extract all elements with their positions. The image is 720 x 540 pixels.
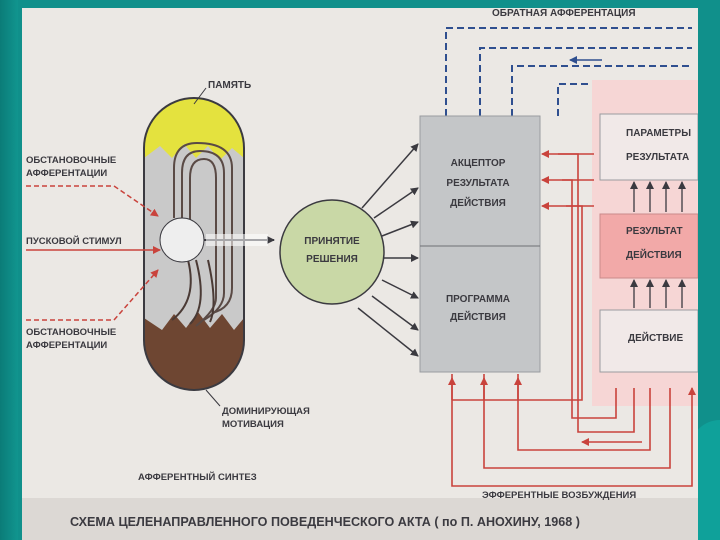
slide-left-edge [0,0,18,540]
motivation-label-2: МОТИВАЦИЯ [222,419,284,430]
decision-output-arrows [357,143,419,357]
central-block [419,115,541,373]
efferent-up-arrows [448,377,522,400]
motivation-pointer [205,389,221,407]
trigger-label: ПУСКОВОЙ СТИМУЛ [26,235,122,247]
feedback-dashed-lines [445,27,692,116]
decision-label-1: ПРИНЯТИЕ [304,236,360,247]
motivation-label-1: ДОМИНИРУЮЩАЯ [222,406,310,417]
caption: СХЕМА ЦЕЛЕНАПРАВЛЕННОГО ПОВЕДЕНЧЕСКОГО А… [70,515,580,529]
memory-pointer [193,87,207,105]
efferent-loops [451,153,696,487]
acceptor-label-2: РЕЗУЛЬТАТА [446,178,509,189]
caption-strip [22,498,698,540]
situational-top-label-1: ОБСТАНОВОЧНЫЕ [26,155,116,166]
action-label: ДЕЙСТВИЕ [628,331,683,344]
action-result-label-2: ДЕЙСТВИЯ [626,248,682,261]
efferent-label: ЭФФЕРЕНТНЫЕ ВОЗБУЖДЕНИЯ [482,490,636,501]
situational-bottom-label-2: АФФЕРЕНТАЦИИ [26,340,107,351]
result-upward-arrows [630,181,686,308]
diagram-photo: ОБРАТНАЯ АФФЕРЕНТАЦИЯ ПАМЯТЬ ОБСТАНОВОЧН… [22,8,698,540]
situational-bottom-label-1: ОБСТАНОВОЧНЫЕ [26,327,116,338]
action-box [599,309,698,373]
decision-label-2: РЕШЕНИЯ [306,254,358,265]
action-result-label-1: РЕЗУЛЬТАТ [626,226,683,237]
situational-top-arrow [26,185,159,217]
feedback-label: ОБРАТНАЯ АФФЕРЕНТАЦИЯ [492,8,636,19]
program-label-1: ПРОГРАММА [446,294,510,305]
motivation-loop-lines [171,259,215,325]
memory-label: ПАМЯТЬ [208,80,251,91]
memory-loop-lines [173,141,233,327]
acceptor-label-3: ДЕЙСТВИЯ [450,196,506,209]
synthesis-arrow-body [206,234,268,246]
result-params-label-1: ПАРАМЕТРЫ [626,128,691,139]
decision-circle [279,199,385,305]
result-params-label-2: РЕЗУЛЬТАТА [626,152,689,163]
trigger-circle [159,217,205,263]
result-params-box [599,113,698,181]
action-result-box [599,213,698,279]
acceptor-label-1: АКЦЕПТОР [451,158,506,169]
situational-top-label-2: АФФЕРЕНТАЦИИ [26,168,107,179]
program-label-2: ДЕЙСТВИЯ [450,310,506,323]
situational-bottom-arrow [26,269,159,321]
motivation-region [144,312,244,390]
memory-region [144,98,244,160]
anokhin-diagram: ОБРАТНАЯ АФФЕРЕНТАЦИЯ ПАМЯТЬ ОБСТАНОВОЧН… [22,8,698,540]
afferent-synthesis-label: АФФЕРЕНТНЫЙ СИНТЕЗ [138,471,257,483]
